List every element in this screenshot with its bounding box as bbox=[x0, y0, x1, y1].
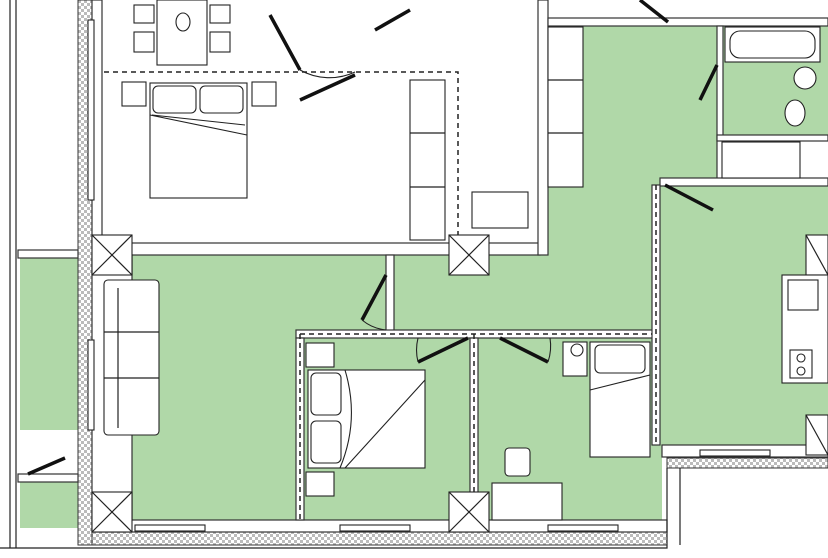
door-icon bbox=[360, 274, 388, 321]
door-icon bbox=[698, 64, 719, 101]
kitchen-counter bbox=[781, 274, 828, 384]
door-icon bbox=[499, 336, 549, 364]
sofa-icon bbox=[103, 279, 160, 436]
door-icon bbox=[299, 73, 356, 102]
door-icon bbox=[27, 456, 66, 476]
window-icon bbox=[134, 524, 206, 532]
bed-icon bbox=[305, 342, 426, 497]
sink-icon bbox=[787, 279, 819, 311]
window-icon bbox=[87, 19, 95, 201]
shower-tray-icon bbox=[721, 141, 801, 179]
shaft-icon bbox=[91, 234, 133, 276]
laundry-basket-icon bbox=[471, 191, 529, 229]
window-icon bbox=[699, 449, 771, 457]
stove-icon bbox=[789, 349, 813, 379]
shafts bbox=[91, 234, 828, 533]
shaft-icon bbox=[91, 491, 133, 533]
wardrobe-icon bbox=[409, 79, 446, 241]
bed-icon bbox=[121, 81, 277, 199]
shaft-icon bbox=[448, 491, 490, 533]
door-icon bbox=[417, 336, 469, 364]
hall-floor bbox=[392, 250, 662, 335]
right-wall bbox=[666, 457, 828, 469]
furniture bbox=[103, 0, 828, 521]
sink-icon bbox=[793, 66, 817, 90]
window-icon bbox=[339, 524, 411, 532]
bed-icon bbox=[562, 341, 651, 458]
balcony-floor-lower bbox=[20, 482, 78, 528]
bathtub-icon bbox=[724, 26, 821, 63]
door-icon bbox=[268, 14, 302, 71]
shaft-icon bbox=[805, 234, 828, 276]
windows bbox=[87, 19, 771, 532]
doors bbox=[27, 0, 719, 476]
toilet-icon bbox=[784, 99, 806, 127]
door-icon bbox=[638, 0, 670, 24]
zone-borders bbox=[104, 71, 657, 520]
chair-icon bbox=[504, 447, 531, 477]
balcony-floor bbox=[20, 258, 78, 430]
desk-icon bbox=[491, 482, 563, 521]
door-icon bbox=[374, 8, 411, 32]
shaft-icon bbox=[448, 234, 490, 276]
shaft-icon bbox=[805, 414, 828, 456]
window-icon bbox=[547, 524, 619, 532]
wardrobe-icon bbox=[547, 26, 584, 188]
window-icon bbox=[87, 339, 95, 431]
door-icon bbox=[664, 183, 714, 212]
bottom-wall bbox=[91, 531, 668, 546]
dining-table-icon bbox=[133, 0, 231, 66]
